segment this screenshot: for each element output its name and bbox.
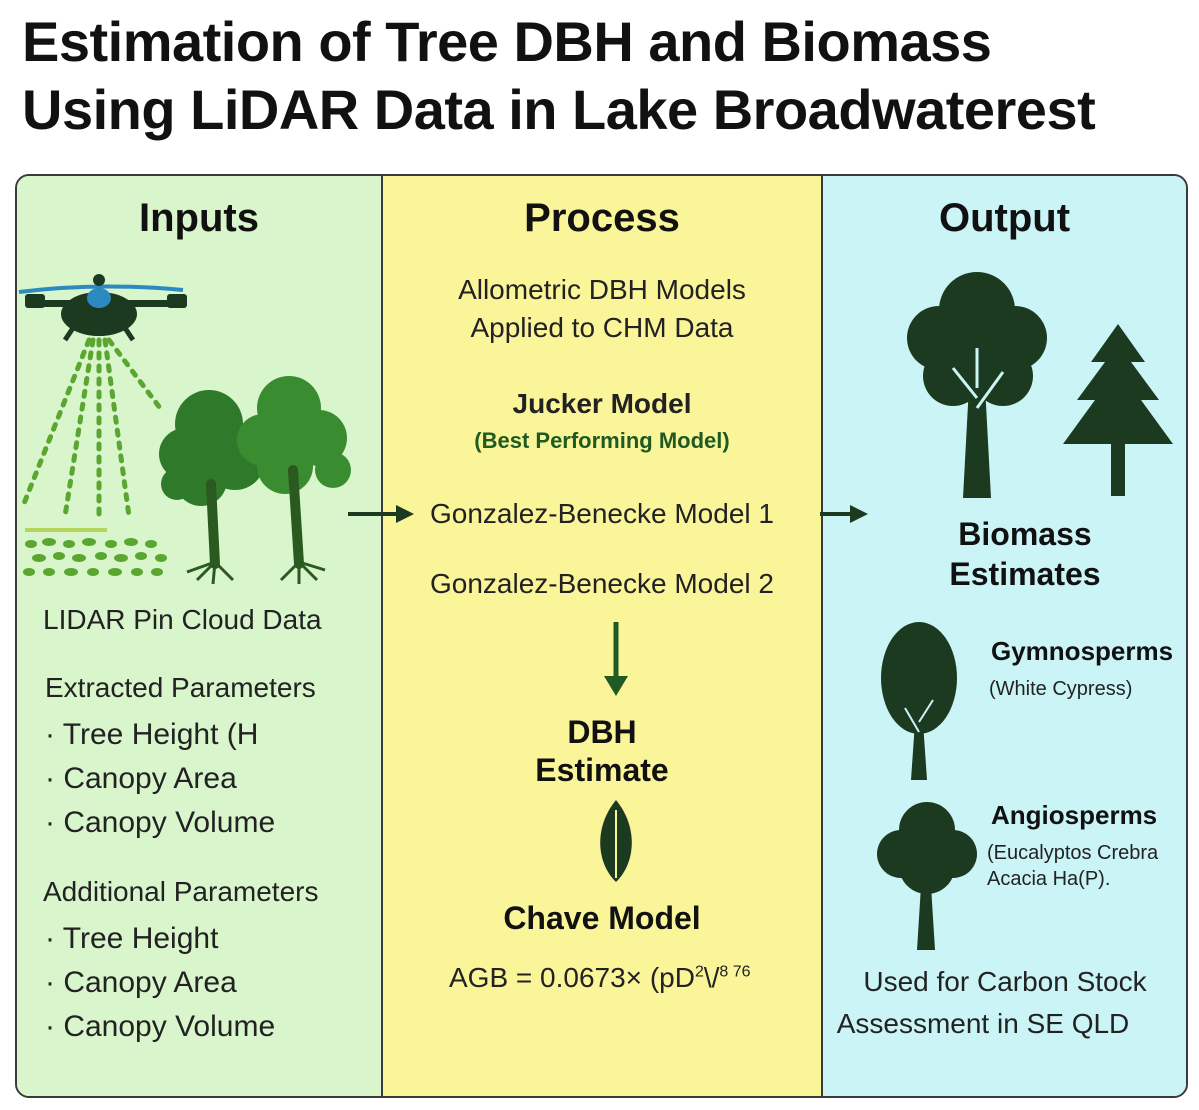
additional-param-item: Canopy Area <box>45 966 236 1000</box>
diagram-title: Estimation of Tree DBH and Biomass Using… <box>22 8 1192 144</box>
agb-formula: AGB = 0.0673× (pD2\/8 76 <box>449 962 751 994</box>
conifer-tree-icon <box>1063 324 1173 496</box>
additional-params-title: Additional Parameters <box>43 876 319 907</box>
formula-tail: \/ <box>703 962 720 993</box>
extracted-param-item: Tree Height (H <box>45 718 259 752</box>
diagram-frame: Inputs <box>15 174 1188 1098</box>
angiosperm-tree-icon <box>877 802 977 950</box>
gymnosperm-tree-icon <box>881 622 957 780</box>
lidar-beams <box>20 337 166 519</box>
additional-param-item: Tree Height <box>45 922 219 956</box>
biomass-estimates-line-1: Biomass <box>958 516 1092 552</box>
extracted-param-item: Canopy Area <box>45 762 236 796</box>
process-intro-line-1: Allometric DBH Models <box>458 274 746 305</box>
leaf-icon <box>600 800 632 882</box>
dbh-estimate-line-2: Estimate <box>535 752 669 788</box>
broadleaf-trees-icon <box>159 376 351 585</box>
gonzalez-model-2: Gonzalez-Benecke Model 2 <box>430 568 774 599</box>
jucker-model-title: Jucker Model <box>512 388 692 419</box>
inputs-panel: Inputs <box>17 176 383 1096</box>
formula-base: AGB = 0.0673× (pD <box>449 962 695 993</box>
process-intro-line-2: Applied to CHM Data <box>470 312 734 343</box>
output-panel: Output Biomass Estimates <box>823 176 1186 1096</box>
output-heading: Output <box>938 196 1071 240</box>
deciduous-tree-icon <box>907 272 1047 498</box>
angiosperms-subtitle-1: (Eucalyptos Crebra <box>987 842 1159 864</box>
additional-param-item: Canopy Volume <box>45 1010 275 1044</box>
title-line-2: Using LiDAR Data in Lake Broadwaterest <box>22 78 1096 141</box>
down-arrow <box>604 622 628 696</box>
drone-icon <box>18 274 187 342</box>
angiosperms-title: Angiosperms <box>991 800 1158 830</box>
process-panel: Process Allometric DBH Models Applied to… <box>383 176 823 1096</box>
chave-model-title: Chave Model <box>503 900 701 936</box>
title-line-1: Estimation of Tree DBH and Biomass <box>22 10 992 73</box>
inputs-to-process-arrow <box>348 505 414 523</box>
output-footer-line-2: Assessment in SE QLD <box>836 1008 1130 1039</box>
biomass-estimates-line-2: Estimates <box>949 556 1101 592</box>
gymnosperms-subtitle: (White Cypress) <box>989 678 1133 700</box>
inputs-heading: Inputs <box>139 196 259 240</box>
extracted-params-title: Extracted Parameters <box>45 672 316 703</box>
formula-exponent: 2 <box>694 963 704 981</box>
angiosperms-subtitle-2: Acacia Ha(P). <box>987 868 1111 890</box>
output-footer-line-1: Used for Carbon Stock <box>863 966 1147 997</box>
point-cloud-ground <box>23 528 167 576</box>
process-to-output-arrow <box>820 505 868 523</box>
gymnosperms-title: Gymnosperms <box>991 636 1174 666</box>
process-heading: Process <box>524 196 680 240</box>
lidar-caption: LIDAR Pin Cloud Data <box>43 604 322 635</box>
gonzalez-model-1: Gonzalez-Benecke Model 1 <box>430 498 774 529</box>
extracted-param-item: Canopy Volume <box>45 806 275 840</box>
dbh-estimate-line-1: DBH <box>567 714 637 750</box>
formula-superscript: 8 76 <box>719 963 751 981</box>
jucker-model-note: (Best Performing Model) <box>474 428 730 453</box>
